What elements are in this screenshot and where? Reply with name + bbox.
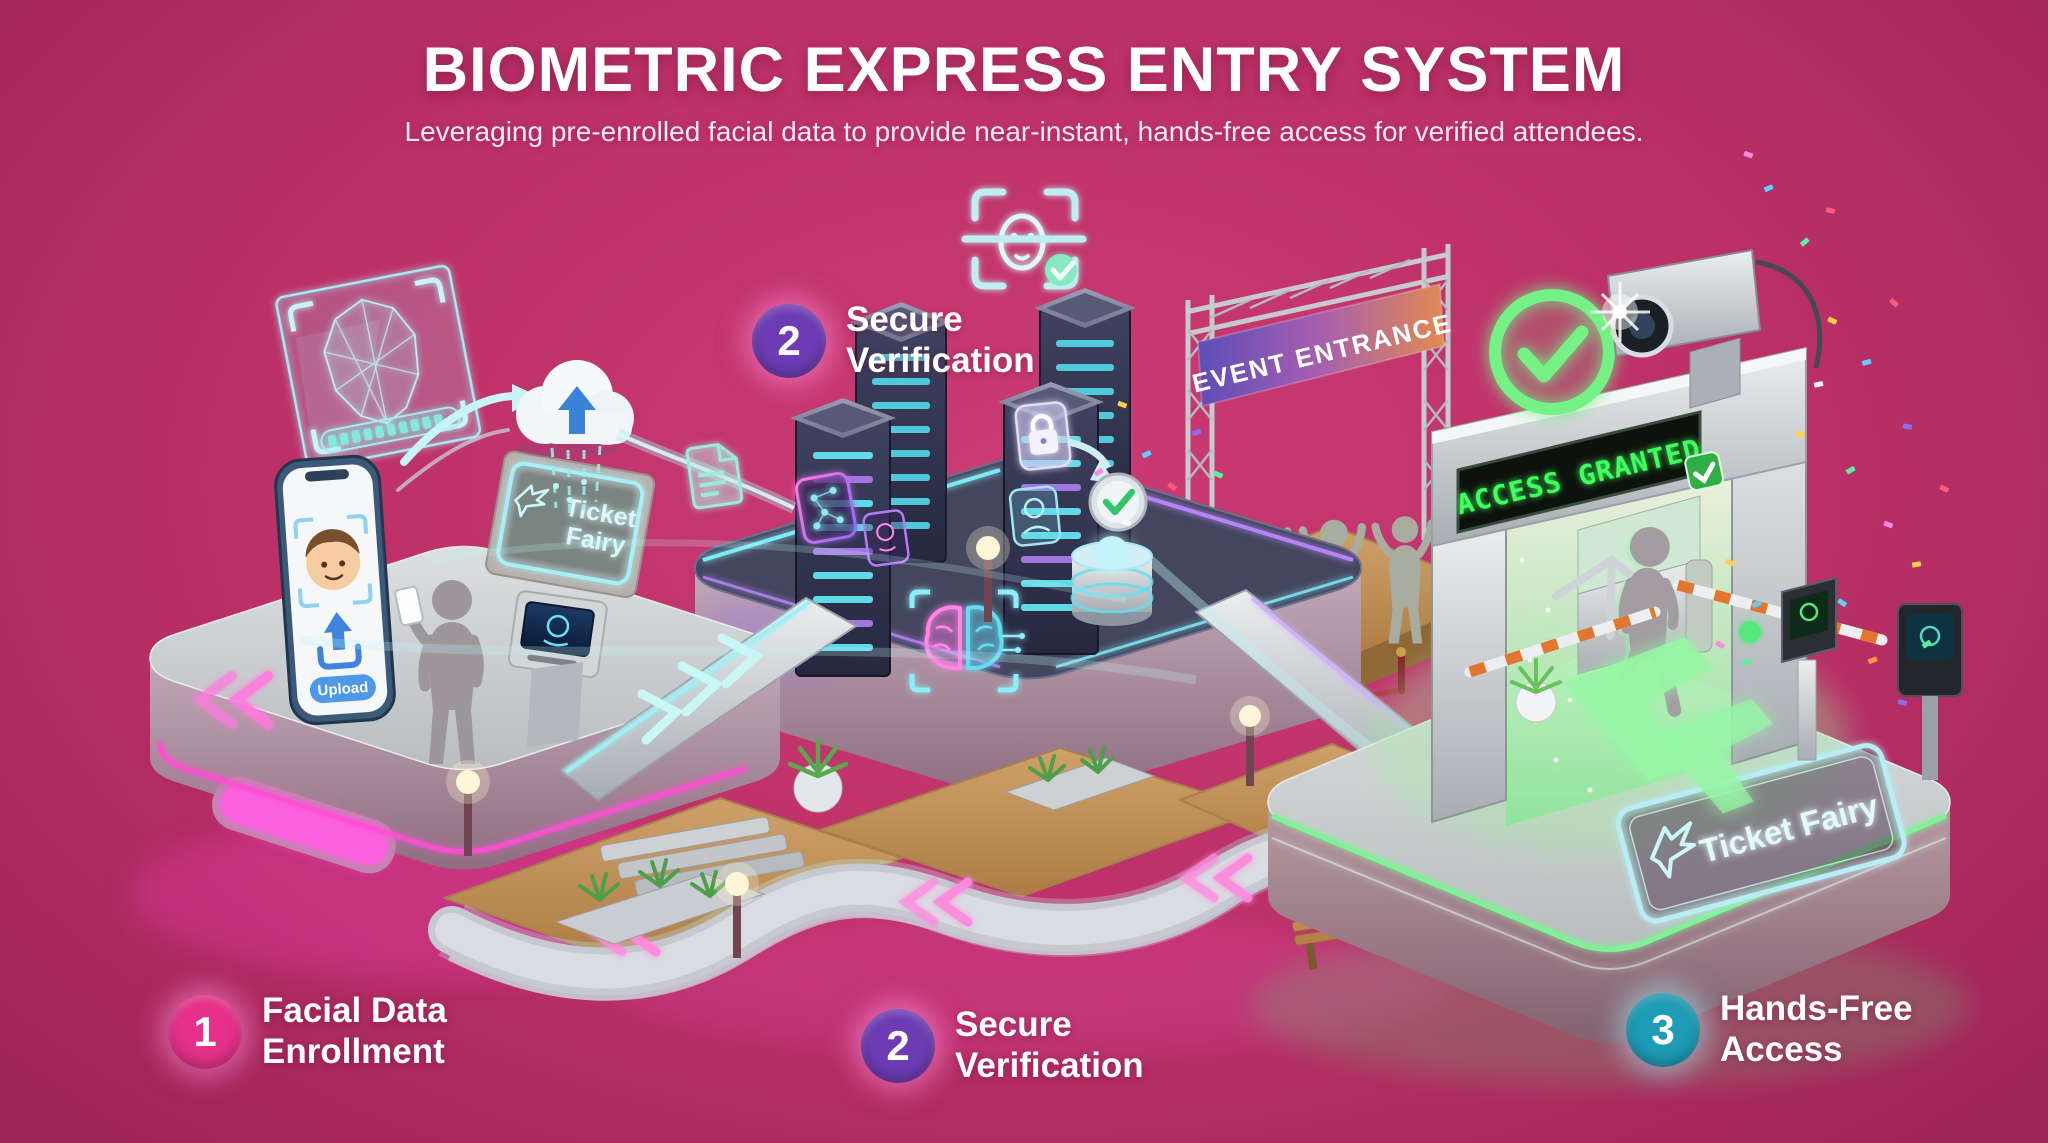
page-title: BIOMETRIC EXPRESS ENTRY SYSTEM xyxy=(422,35,1626,105)
planter xyxy=(1004,746,1156,811)
data-streams xyxy=(550,445,602,517)
ramp-up xyxy=(558,596,858,802)
green-floor-arrows xyxy=(1563,636,1774,814)
face-match-card-icon xyxy=(1008,485,1062,547)
ticket-reader-post xyxy=(1781,576,1837,761)
enrollment-phone-group: Upload xyxy=(274,264,482,764)
barrier-arms xyxy=(1464,579,1888,678)
step-1-badge: 1 xyxy=(168,994,242,1069)
cloud-icon xyxy=(516,360,634,458)
page-subtitle: Leveraging pre-enrolled facial data to p… xyxy=(404,116,1644,147)
light-stream xyxy=(299,635,1197,685)
step-3-label-group: 3 Hands-Free Access xyxy=(1626,989,1913,1070)
data-file-icon xyxy=(685,443,744,510)
security-icons xyxy=(794,401,1154,693)
access-granted-check-icon xyxy=(1489,289,1615,415)
kiosk-terminal xyxy=(508,590,608,747)
step-1-number: 1 xyxy=(193,1007,217,1055)
step-3-label: Hands-Free Access xyxy=(1720,989,1913,1069)
face-data-card-icon xyxy=(862,509,910,567)
enrollment-kiosk: Ticket Fairy xyxy=(485,450,656,747)
terminal-screen xyxy=(520,601,595,657)
upload-icon xyxy=(317,611,362,670)
step-2-bottom-label-group: 2 Secure Verification xyxy=(861,1005,1144,1086)
step-2-callout: 2 Secure Verification xyxy=(752,300,1035,381)
hologram-face-scan xyxy=(275,264,482,470)
neon-vent xyxy=(212,776,396,874)
user-portrait xyxy=(305,529,361,591)
floor-light xyxy=(1739,621,1761,643)
cloud-upload-group xyxy=(299,360,1197,685)
biometric-data-card-icon xyxy=(794,472,858,544)
upload-button xyxy=(309,674,376,704)
phone-notch xyxy=(305,469,349,482)
step-2-bottom-badge: 2 xyxy=(861,1008,935,1083)
upload-arrow-curve xyxy=(400,392,520,466)
planter xyxy=(554,858,766,945)
potted-plant xyxy=(1510,658,1562,723)
side-terminal xyxy=(1897,603,1963,780)
green-neon-trim xyxy=(1271,813,1947,970)
face-scan-icon xyxy=(961,188,1087,290)
handheld-phone xyxy=(394,585,424,627)
database-icon xyxy=(1070,536,1154,626)
lens-flare xyxy=(1590,282,1650,342)
step-2-badge: 2 xyxy=(752,303,826,378)
upload-button-label: Upload xyxy=(317,679,369,700)
step-3-badge: 3 xyxy=(1626,992,1700,1067)
enrollment-smartphone: Upload xyxy=(274,454,396,726)
lock-icon xyxy=(1014,401,1072,471)
step-1-label-group: 1 Facial Data Enrollment xyxy=(168,991,447,1072)
access-gate: ACCESS GRANTED xyxy=(1431,248,1963,826)
security-camera xyxy=(1590,248,1823,409)
step-1-label: Facial Data Enrollment xyxy=(262,991,447,1071)
cloud-upload-arrow-icon xyxy=(558,386,596,434)
camera-cable xyxy=(1755,259,1823,369)
verify-arrow xyxy=(1067,438,1112,470)
ramp-chevrons xyxy=(637,633,764,745)
card-slot xyxy=(527,654,577,667)
step-2-bottom-label: Secure Verification xyxy=(955,1005,1144,1085)
ai-brain-icon xyxy=(909,589,1025,693)
planter-pot xyxy=(787,737,849,813)
header: BIOMETRIC EXPRESS ENTRY SYSTEM Leveragin… xyxy=(0,34,2048,148)
exit-check-sign xyxy=(1684,451,1725,491)
step-3-number: 3 xyxy=(1651,1005,1675,1053)
lamp-posts xyxy=(446,526,1270,958)
step-2-label: Secure Verification xyxy=(846,300,1035,380)
step-2-number: 2 xyxy=(777,316,801,364)
verified-check-coin-icon xyxy=(1088,472,1148,532)
pink-floor-chevrons xyxy=(191,671,273,729)
face-frame-brackets xyxy=(293,514,373,608)
confetti xyxy=(1093,151,1950,706)
